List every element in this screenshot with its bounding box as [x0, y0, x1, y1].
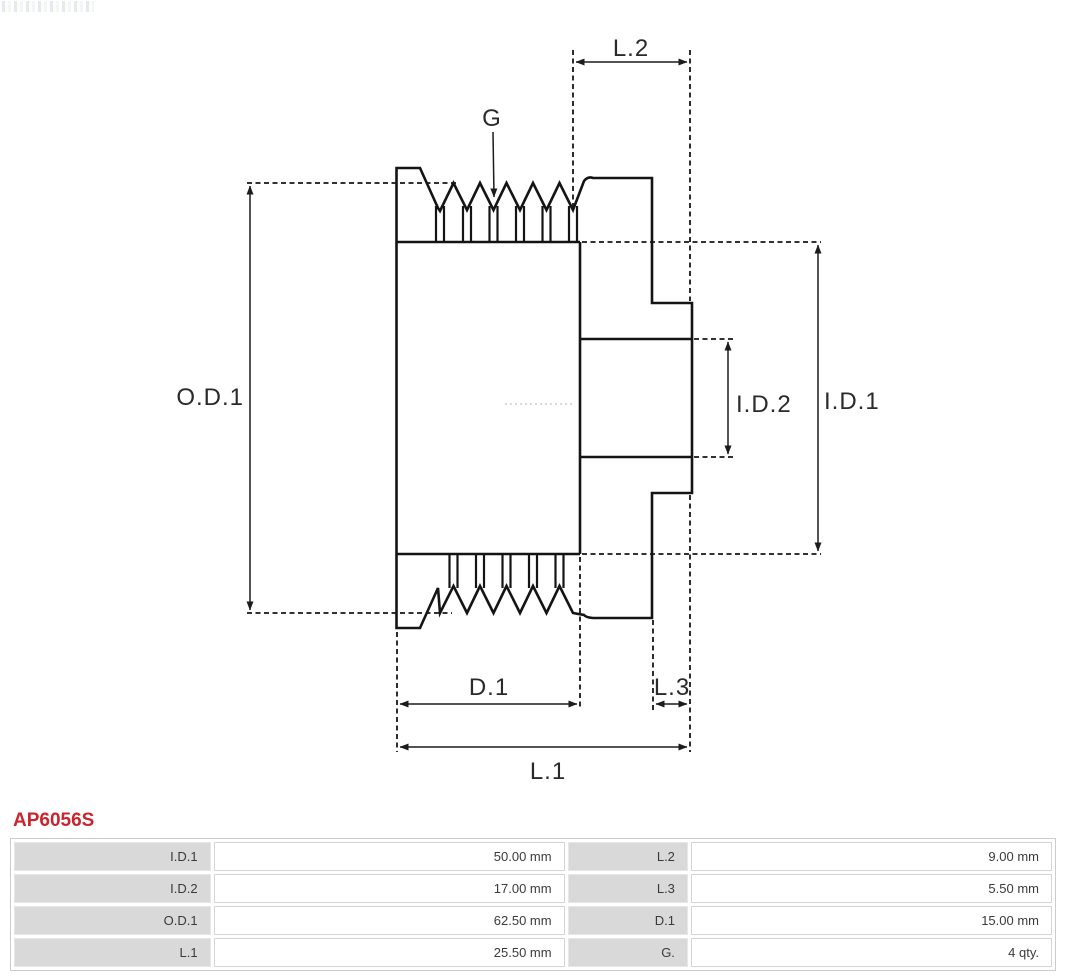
spec-label: I.D.2 — [14, 874, 211, 903]
table-row: L.1 25.50 mm G. 4 qty. — [14, 938, 1052, 967]
spec-label: L.1 — [14, 938, 211, 967]
spec-value: 4 qty. — [690, 938, 1052, 967]
product-code: AP6056S — [13, 810, 95, 831]
spec-label: L.3 — [567, 874, 688, 903]
pulley-technical-drawing: G L.2 O.D.1 I.D.1 I.D.2 D.1 L.3 L.1 — [176, 35, 880, 785]
spec-label: I.D.1 — [14, 842, 211, 871]
g-pointer-arrow — [490, 131, 498, 198]
pulley-outline — [395, 166, 694, 630]
table-row: I.D.2 17.00 mm L.3 5.50 mm — [14, 874, 1052, 903]
spec-value: 9.00 mm — [690, 842, 1052, 871]
groove-slots-bottom — [448, 554, 565, 588]
spec-value: 25.50 mm — [213, 938, 565, 967]
dim-label-l3: L.3 — [654, 674, 690, 701]
spec-value: 17.00 mm — [213, 874, 565, 903]
spec-table: I.D.1 50.00 mm L.2 9.00 mm I.D.2 17.00 m… — [10, 838, 1056, 971]
dim-label-l2: L.2 — [613, 35, 649, 62]
spec-value: 62.50 mm — [213, 906, 565, 935]
spec-value: 5.50 mm — [690, 874, 1052, 903]
spec-label: O.D.1 — [14, 906, 211, 935]
table-row: I.D.1 50.00 mm L.2 9.00 mm — [14, 842, 1052, 871]
dim-label-g: G — [482, 105, 502, 132]
dimension-arrows — [246, 58, 822, 751]
spec-label: D.1 — [567, 906, 688, 935]
groove-slots-top — [434, 206, 579, 242]
dim-label-d1: D.1 — [469, 674, 509, 701]
partial-logo-artifact — [2, 1, 94, 12]
spec-value: 15.00 mm — [690, 906, 1052, 935]
table-row: O.D.1 62.50 mm D.1 15.00 mm — [14, 906, 1052, 935]
dim-label-id1: I.D.1 — [824, 388, 880, 415]
dim-label-od1: O.D.1 — [176, 384, 244, 411]
dim-label-id2: I.D.2 — [736, 391, 792, 418]
spec-label: L.2 — [567, 842, 688, 871]
dim-label-l1: L.1 — [530, 758, 566, 785]
construction-lines — [247, 50, 821, 752]
spec-value: 50.00 mm — [213, 842, 565, 871]
spec-label: G. — [567, 938, 688, 967]
